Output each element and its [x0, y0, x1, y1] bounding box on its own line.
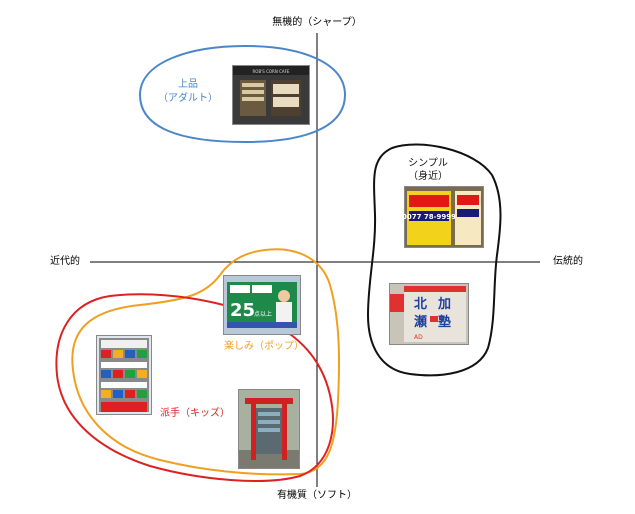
colorful-building-photo — [96, 335, 152, 415]
adult-group-label-2: （アダルト） — [158, 93, 218, 104]
juku-char-3: 瀬 — [414, 314, 427, 330]
simple-group-outline — [366, 143, 502, 377]
billboard-suffix: 点以上 — [254, 310, 272, 318]
axis-label-right: 伝統的 — [553, 256, 583, 267]
juku-char-2: 加 — [437, 297, 451, 312]
pop-group-label: 楽しみ（ポップ） — [224, 341, 304, 352]
adult-group-outline — [138, 44, 347, 144]
red-gate-photo — [238, 389, 300, 469]
red-yellow-sign-photo: 0077 78-9999 — [402, 186, 484, 248]
adult-group-label-1: 上品 — [178, 79, 198, 90]
simple-group-label-1: シンプル — [408, 158, 448, 169]
shop-sign-photo: ROB'S CORN CAFE — [232, 65, 310, 125]
axis-label-bottom: 有機質（ソフト） — [277, 490, 357, 501]
simple-group-label-2: （身近） — [408, 171, 448, 182]
juku-footer: AD — [414, 334, 423, 341]
kids-group-label: 派手（キッズ） — [160, 408, 230, 419]
red-yellow-sign-number: 0077 78-9999 — [402, 213, 456, 221]
juku-char-1: 北 — [414, 297, 427, 312]
billboard-number: 25 — [230, 300, 255, 321]
juku-char-4: 塾 — [438, 314, 451, 330]
billboard-photo: 25 点以上 — [223, 275, 301, 335]
axis-label-top: 無機的（シャープ） — [272, 17, 362, 28]
axis-label-left: 近代的 — [50, 256, 80, 267]
shop-sign-text: ROB'S CORN CAFE — [253, 69, 290, 74]
blue-juku-sign-photo: 北 加 瀬 塾 AD — [389, 283, 469, 345]
